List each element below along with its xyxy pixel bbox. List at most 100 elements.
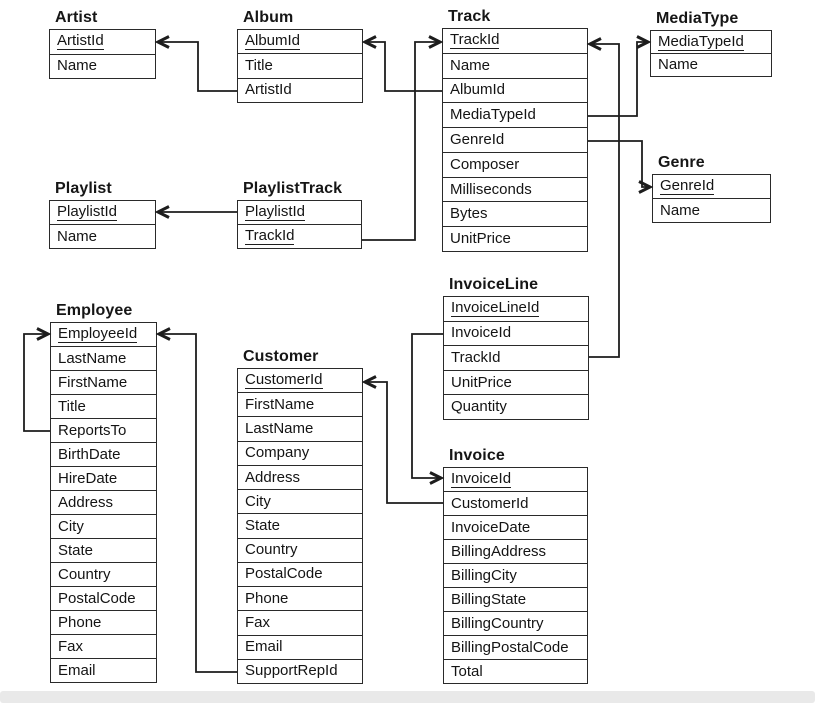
- field-playlist-playlistid: PlaylistId: [50, 201, 155, 224]
- rel-invoice-customerid-to-customer-customerid: [361, 375, 443, 504]
- rel-playlisttrack-playlistid-to-playlist-playlistid: [154, 205, 237, 219]
- arrowhead-left-icon: [361, 375, 377, 389]
- field-employee-lastname: LastName: [51, 346, 156, 370]
- arrowhead-left-icon: [154, 35, 170, 49]
- field-invoice-billingpostalcode: BillingPostalCode: [444, 635, 587, 659]
- field-label: Phone: [58, 613, 102, 631]
- table-title-genre: Genre: [658, 154, 705, 171]
- field-label: Name: [660, 201, 701, 219]
- field-employee-phone: Phone: [51, 610, 156, 634]
- field-invoice-billingstate: BillingState: [444, 587, 587, 611]
- field-label: UnitPrice: [450, 230, 511, 248]
- field-label: Address: [58, 493, 114, 511]
- field-label: Name: [450, 56, 491, 74]
- field-customer-city: City: [238, 489, 362, 513]
- field-label: BillingAddress: [451, 542, 547, 560]
- field-label: PostalCode: [245, 565, 323, 583]
- arrowhead-left-icon: [361, 35, 377, 49]
- field-artist-name: Name: [50, 53, 155, 79]
- arrowhead-left-icon: [586, 37, 602, 51]
- field-label: GenreId: [660, 177, 715, 195]
- field-track-composer: Composer: [443, 151, 587, 177]
- field-label: ArtistId: [57, 32, 104, 51]
- field-track-albumid: AlbumId: [443, 77, 587, 103]
- field-label: FirstName: [245, 395, 315, 413]
- field-label: Email: [245, 638, 283, 656]
- arrowhead-left-icon: [155, 327, 171, 341]
- field-label: Email: [58, 661, 96, 679]
- field-label: Fax: [58, 637, 84, 655]
- field-label: InvoiceDate: [451, 518, 531, 536]
- field-label: City: [58, 517, 84, 535]
- field-employee-postalcode: PostalCode: [51, 586, 156, 610]
- field-label: Total: [451, 662, 483, 680]
- field-label: MediaTypeId: [450, 106, 536, 124]
- rel-album-artistid-to-artist-artistid: [154, 35, 237, 92]
- arrowhead-right-icon: [36, 327, 52, 341]
- field-label: TrackId: [451, 348, 501, 366]
- field-track-name: Name: [443, 52, 587, 78]
- field-label: ArtistId: [245, 81, 292, 99]
- field-label: Country: [58, 565, 111, 583]
- field-customer-phone: Phone: [238, 586, 362, 610]
- field-employee-employeeid: EmployeeId: [51, 323, 156, 346]
- field-genre-genreid: GenreId: [653, 175, 770, 198]
- table-title-invoiceline: InvoiceLine: [449, 276, 539, 293]
- field-invoice-total: Total: [444, 659, 587, 683]
- field-track-trackid: TrackId: [443, 29, 587, 53]
- table-title-invoice: Invoice: [449, 447, 505, 464]
- field-label: City: [245, 492, 271, 510]
- field-album-title: Title: [238, 53, 362, 77]
- field-invoice-customerid: CustomerId: [444, 491, 587, 515]
- field-label: Name: [57, 57, 98, 75]
- field-customer-state: State: [238, 513, 362, 537]
- field-label: BillingCountry: [451, 614, 544, 632]
- field-employee-address: Address: [51, 490, 156, 514]
- field-label: Bytes: [450, 205, 488, 223]
- field-track-milliseconds: Milliseconds: [443, 176, 587, 202]
- field-employee-email: Email: [51, 658, 156, 682]
- field-customer-address: Address: [238, 464, 362, 489]
- table-title-artist: Artist: [55, 9, 98, 26]
- table-title-track: Track: [448, 8, 491, 25]
- field-employee-hiredate: HireDate: [51, 466, 156, 490]
- rel-customer-supportrepid-to-employee-employeeid: [155, 327, 237, 673]
- rel-invoiceline-invoiceid-to-invoice-invoiceid: [411, 333, 445, 485]
- field-label: Title: [58, 397, 86, 415]
- field-invoice-billingcity: BillingCity: [444, 563, 587, 587]
- field-label: Company: [245, 444, 310, 462]
- field-label: InvoiceId: [451, 324, 512, 342]
- arrowhead-right-icon: [428, 35, 444, 49]
- field-mediatype-name: Name: [651, 53, 771, 76]
- field-label: InvoiceId: [451, 470, 512, 488]
- field-customer-lastname: LastName: [238, 416, 362, 440]
- field-invoice-billingaddress: BillingAddress: [444, 539, 587, 563]
- field-label: Milliseconds: [450, 180, 532, 198]
- field-playlisttrack-playlistid: PlaylistId: [238, 201, 361, 224]
- field-label: AlbumId: [245, 32, 301, 51]
- field-label: Title: [245, 56, 273, 74]
- field-genre-name: Name: [653, 198, 770, 222]
- rel-employee-reportsto-to-employee-employeeid: [23, 327, 52, 432]
- field-employee-city: City: [51, 514, 156, 538]
- field-employee-reportsto: ReportsTo: [51, 418, 156, 442]
- field-label: Name: [57, 227, 98, 245]
- field-employee-state: State: [51, 538, 156, 562]
- field-label: Name: [658, 56, 699, 73]
- field-track-mediatypeid: MediaTypeId: [443, 102, 587, 127]
- field-playlist-name: Name: [50, 224, 155, 248]
- field-label: UnitPrice: [451, 373, 512, 391]
- table-title-employee: Employee: [56, 302, 133, 319]
- field-customer-firstname: FirstName: [238, 392, 362, 416]
- field-invoiceline-quantity: Quantity: [444, 394, 588, 419]
